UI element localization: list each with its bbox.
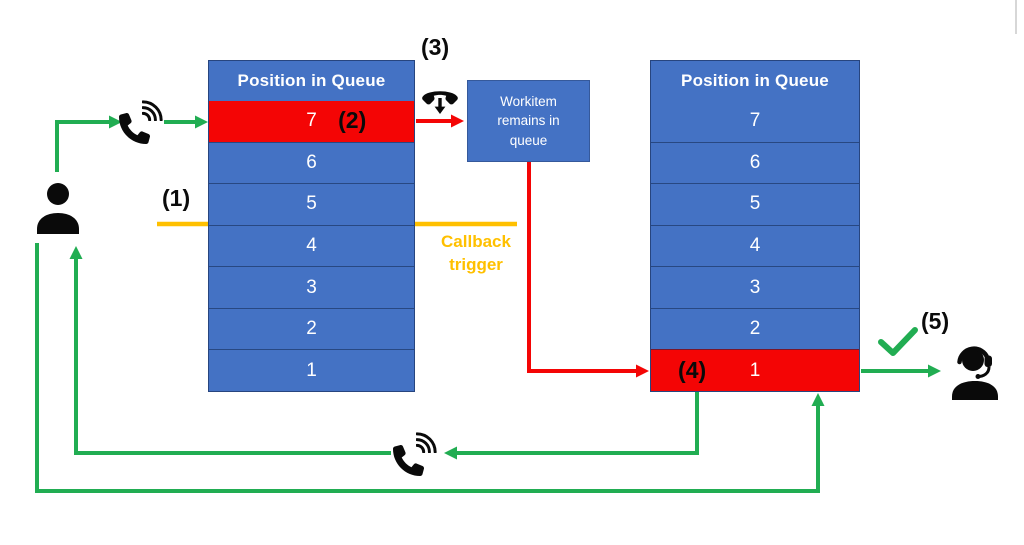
arrow-queue2-to-callback-phone bbox=[444, 392, 699, 460]
step-5-label: (5) bbox=[921, 308, 950, 334]
step-2-label: (2) bbox=[338, 107, 367, 134]
queue-before-row-7: 7 (2) bbox=[209, 101, 414, 142]
queue-before-row-3: 3 bbox=[209, 266, 414, 308]
arrow-workitem-to-queue2 bbox=[527, 160, 649, 378]
customer-icon bbox=[35, 182, 81, 234]
arrow-queue1-to-workitem bbox=[416, 114, 464, 128]
queue-after-row-1: 1 (4) bbox=[651, 349, 859, 392]
arrow-queue2-to-agent bbox=[861, 364, 941, 378]
callback-trigger-label: Callback trigger bbox=[441, 232, 511, 274]
hangup-phone-icon bbox=[420, 82, 460, 116]
step-1-label: (1) bbox=[162, 185, 191, 211]
queue-after-row-7: 7 bbox=[651, 101, 859, 142]
screen-edge-artifact bbox=[1015, 0, 1017, 34]
queue-before-row-4: 4 bbox=[209, 224, 414, 267]
queue-after-title: Position in Queue bbox=[651, 61, 859, 101]
queue-before-row-2: 2 bbox=[209, 307, 414, 350]
queue-after-row-6: 6 bbox=[651, 141, 859, 184]
queue-after-row-3: 3 bbox=[651, 266, 859, 308]
queue-table-after: Position in Queue 7 6 5 4 3 2 1 (4) bbox=[650, 60, 860, 392]
queue-after-row-4: 4 bbox=[651, 224, 859, 267]
workitem-box-text: Workitem remains in queue bbox=[497, 93, 560, 148]
queue-table-before: Position in Queue 7 (2) 6 5 4 3 2 1 bbox=[208, 60, 415, 392]
arrow-phone-to-queue1 bbox=[164, 115, 208, 129]
step-4-label: (4) bbox=[678, 356, 707, 383]
queue-before-title: Position in Queue bbox=[209, 61, 414, 101]
workitem-box: Workitem remains in queue bbox=[467, 80, 590, 162]
agent-headset-icon bbox=[947, 340, 1003, 400]
queue-before-row-6: 6 bbox=[209, 141, 414, 184]
ringing-phone-icon-bottom bbox=[393, 430, 439, 476]
success-check-icon bbox=[878, 327, 918, 356]
arrow-customer-to-phone bbox=[55, 115, 122, 172]
queue-after-row-2: 2 bbox=[651, 307, 859, 350]
queue-after-row-5: 5 bbox=[651, 183, 859, 225]
queue-before-row-5: 5 bbox=[209, 183, 414, 225]
step-3-label: (3) bbox=[421, 34, 450, 60]
ringing-phone-icon-top bbox=[119, 98, 165, 144]
queue-before-row-1: 1 bbox=[209, 349, 414, 392]
